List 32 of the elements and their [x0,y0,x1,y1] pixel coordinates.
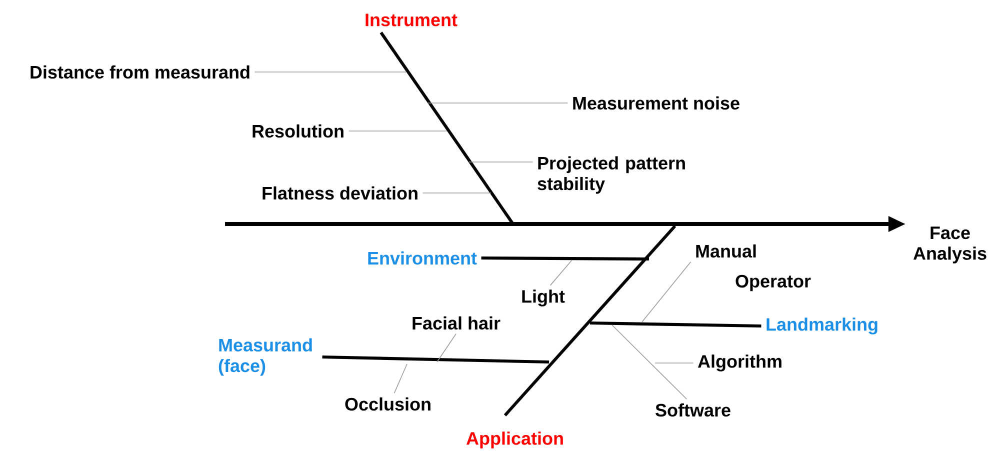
cause-label: Light [522,290,565,306]
leader-line [654,362,694,364]
cause-label: Resolution [252,124,344,138]
leader-line [550,260,572,286]
cause-label: Software [656,403,730,417]
leader-line [612,324,688,400]
bone-line [481,256,650,261]
cause-label: Algorithm [698,354,782,372]
leader-line [428,102,568,104]
cause-label: Occlusion [345,397,430,411]
cause-label: Operator [736,274,811,292]
cause-label: Facial hair [412,316,500,330]
bone-line [322,355,550,364]
bone-line [590,321,762,328]
cause-label: Projected pattern stability [538,156,685,194]
cause-label: Measurement noise [573,96,740,110]
category-label: Measurand (face) [218,338,312,376]
cause-label: Distance from measurand [30,65,250,79]
leader-line [348,130,448,132]
leader-line [436,333,456,362]
category-label: Application [466,432,563,448]
bone-line [380,32,514,225]
leader-line [422,192,492,194]
effect-label: Face Analysis [913,226,986,264]
leader-line [642,261,692,322]
leader-line [394,364,408,394]
category-label: Environment [368,251,477,265]
cause-label: Flatness deviation [262,186,418,200]
category-label: Instrument [366,14,458,26]
bone-line [504,224,676,416]
cause-label: Manual [696,244,756,258]
category-label: Landmarking [766,318,878,334]
